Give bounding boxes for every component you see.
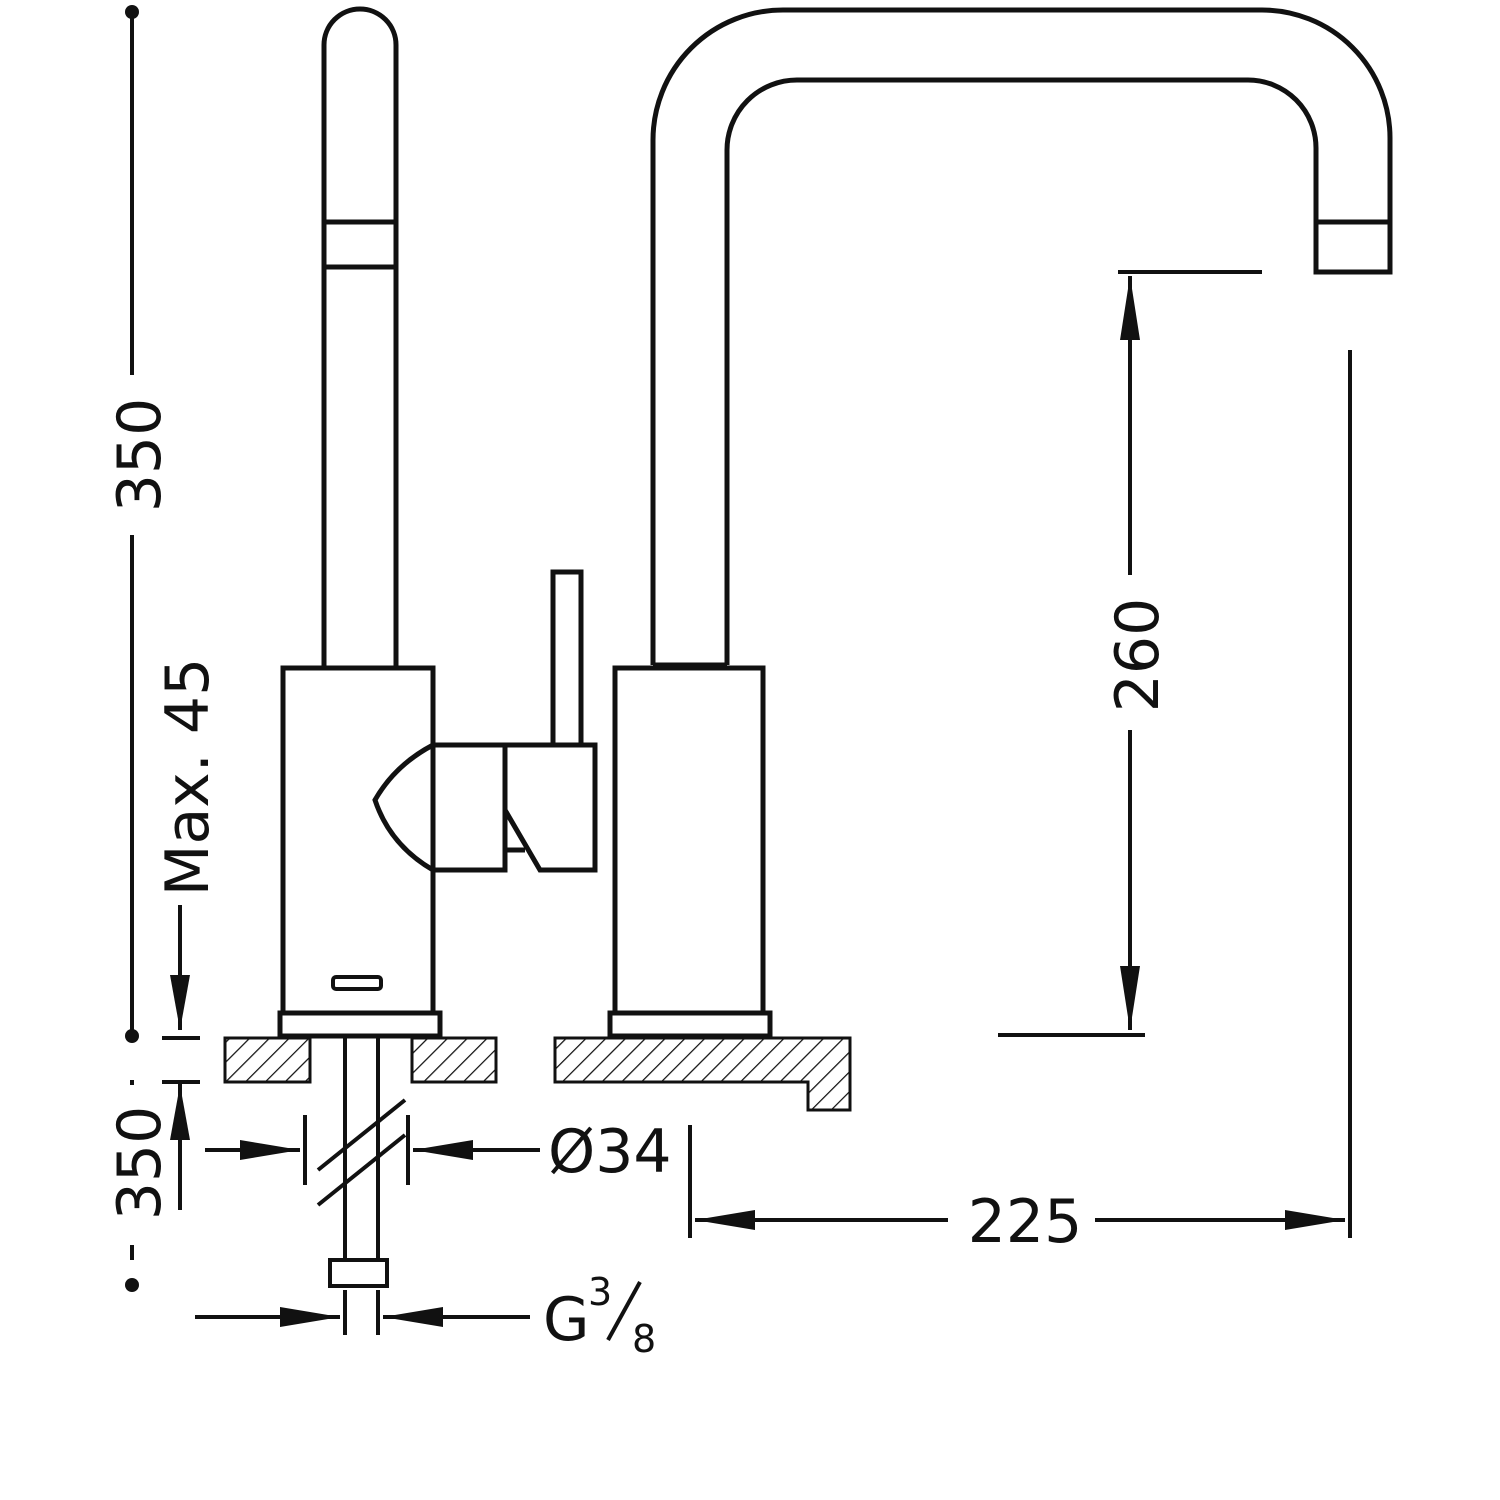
spout-reach-dimension xyxy=(688,350,1352,1238)
mixer-body xyxy=(277,6,598,1039)
handle-pin xyxy=(550,569,584,748)
spout-outer xyxy=(650,7,1393,665)
mixer-cylinder xyxy=(280,665,436,1016)
indicator-mark xyxy=(331,975,383,991)
hose-length-label: 350 xyxy=(105,1106,175,1221)
spout-assembly xyxy=(607,7,1393,1039)
countertop xyxy=(223,1036,852,1112)
spout-height-label: 260 xyxy=(1103,598,1173,713)
spout-inner xyxy=(724,77,1319,665)
lever-stem xyxy=(321,6,399,668)
hole-diameter-dimension xyxy=(205,1115,540,1185)
handle-housing xyxy=(372,742,508,873)
svg-text:8: 8 xyxy=(632,1317,656,1361)
overall-height-label: 350 xyxy=(105,398,175,513)
spout-reach-label: 225 xyxy=(968,1187,1083,1257)
spout-cylinder xyxy=(612,665,766,1016)
hose-connector xyxy=(328,1258,389,1288)
spout-aerator xyxy=(1313,219,1393,275)
overall-height-dimension xyxy=(125,5,139,1292)
max-thickness-dimension xyxy=(162,905,200,1210)
spout-base-ring xyxy=(607,1010,773,1039)
svg-text:3: 3 xyxy=(588,1270,612,1314)
mixer-base-ring xyxy=(277,1010,443,1039)
connection-dimension xyxy=(195,1307,530,1327)
max-thickness-label: Max. 45 xyxy=(153,658,223,897)
svg-text:G: G xyxy=(543,1285,590,1355)
lever-band xyxy=(321,219,399,270)
hole-diameter-label: Ø34 xyxy=(548,1117,672,1187)
connection-label: G 3 8 xyxy=(543,1270,656,1361)
spout-height-dimension xyxy=(998,270,1262,1037)
supply-hose xyxy=(316,1038,407,1335)
